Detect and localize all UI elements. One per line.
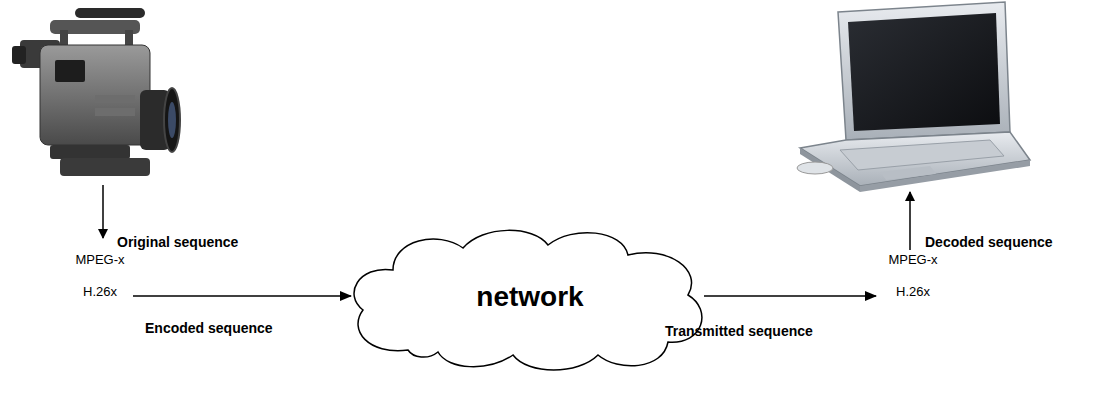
sequence-arrow: [133, 295, 351, 297]
network-cloud: network: [348, 220, 712, 374]
input-arrow: [102, 185, 104, 238]
output-arrow: [909, 192, 911, 250]
edge-label: Encoded sequence: [145, 320, 273, 336]
sequence-arrow: [704, 295, 876, 297]
codec-name: MPEG-x: [888, 252, 937, 268]
camcorder-picture: [12, 8, 180, 176]
network-label: network: [476, 281, 583, 313]
codec-name: MPEG-x: [75, 252, 124, 268]
edge-label: Transmitted sequence: [665, 323, 813, 339]
stream-label: Original sequence: [117, 234, 238, 250]
codec-block: MPEG-xH.26x: [65, 250, 135, 302]
codec-name: H.26x: [896, 284, 930, 300]
codec-name: H.26x: [83, 284, 117, 300]
codec-block: MPEG-xH.26x: [878, 250, 948, 302]
stream-label: Decoded sequence: [925, 234, 1053, 250]
laptop-picture: [797, 2, 1030, 192]
